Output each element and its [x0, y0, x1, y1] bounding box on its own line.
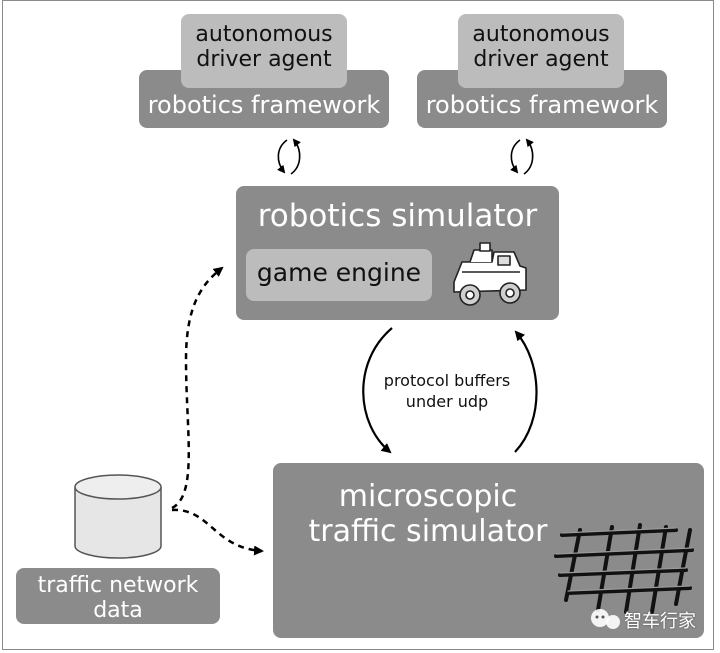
dashed-arrow-to-robotics-simulator: [171, 266, 224, 510]
autonomous-driver-agent-box-1: [181, 14, 347, 88]
autonomous-driver-agent-label-1: autonomous driver agent: [195, 22, 333, 73]
game-engine-box: [246, 249, 432, 301]
game-engine-label: game engine: [256, 258, 422, 287]
autonomous-driver-agent-label-2: autonomous driver agent: [472, 22, 610, 73]
traffic-network-data-label: traffic network data: [37, 573, 199, 624]
vehicle-icon: [453, 242, 527, 306]
road-network-icon: [554, 523, 694, 614]
arrow-simulator-to-traffic: [362, 327, 393, 454]
traffic-network-data-box: [16, 568, 220, 624]
watermark-text: 智车行家: [624, 611, 696, 632]
robotics-simulator-title: robotics simulator: [257, 198, 538, 234]
arrow-traffic-to-simulator: [514, 330, 538, 453]
autonomous-driver-agent-box-2: [458, 14, 624, 88]
dashed-arrow-to-traffic-simulator: [171, 508, 264, 556]
watermark-logo-icon: [591, 609, 620, 629]
road-network-highlights: [555, 527, 693, 592]
database-cylinder-icon: [74, 474, 162, 559]
robotics-framework-label-1: robotics framework: [147, 91, 381, 119]
protocol-label: protocol buffers under udp: [383, 371, 511, 411]
robotics-framework-label-2: robotics framework: [425, 91, 659, 119]
bidirectional-arrow-2: [510, 138, 534, 175]
bidirectional-arrow-1: [277, 138, 301, 175]
traffic-simulator-title: microscopic traffic simulator: [308, 479, 548, 549]
